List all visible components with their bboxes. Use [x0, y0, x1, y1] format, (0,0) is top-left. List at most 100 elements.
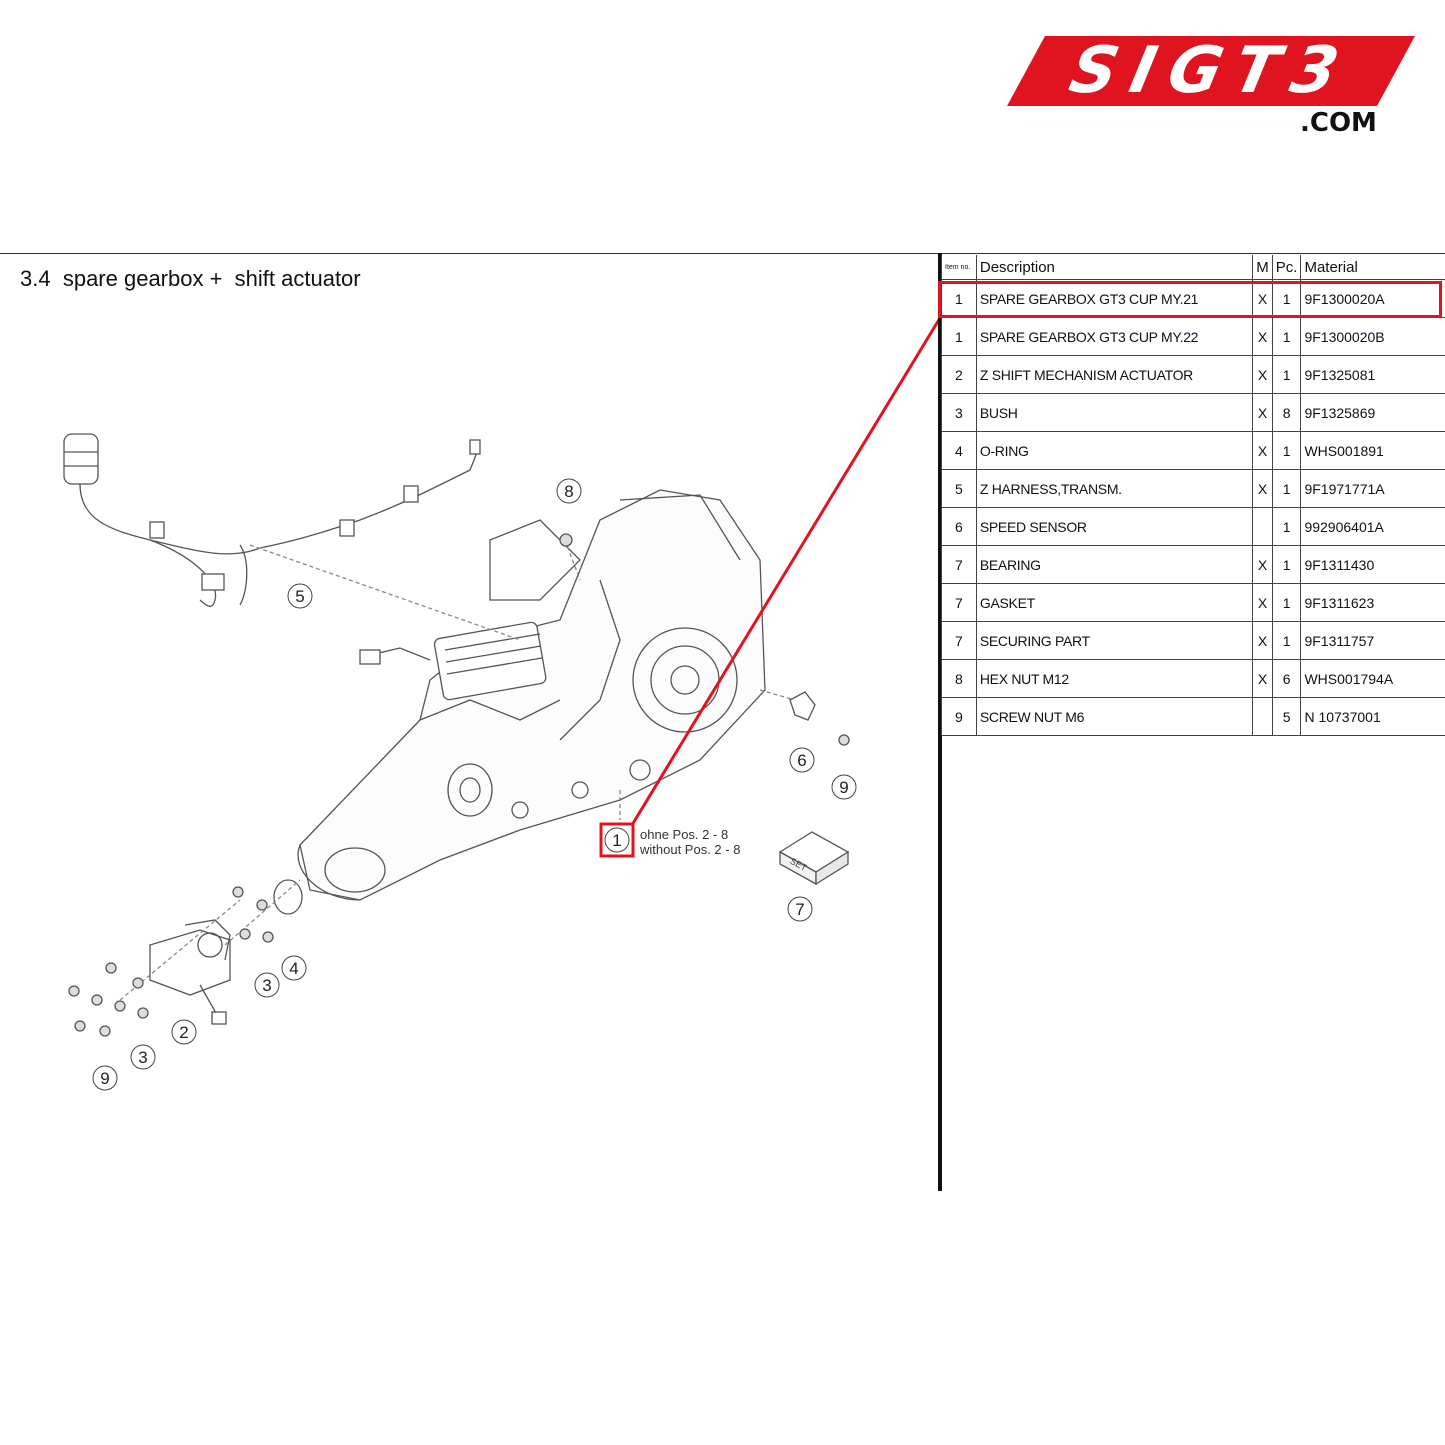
row-description: SPEED SENSOR — [975, 507, 1254, 546]
row-description: HEX NUT M12 — [975, 659, 1254, 698]
brand-logo[interactable]: SIGT3 — [1005, 32, 1417, 110]
row-pieces: 1 — [1271, 621, 1302, 660]
row-description: Z HARNESS,TRANSM. — [975, 469, 1254, 508]
row-description: SPARE GEARBOX GT3 CUP MY.22 — [975, 317, 1254, 356]
logo-text: SIGT3 — [1063, 34, 1359, 108]
svg-text:5: 5 — [295, 587, 304, 606]
callout-5: 5 — [287, 583, 313, 609]
note-german: ohne Pos. 2 - 8 — [640, 827, 728, 842]
row-material: 9F1311757 — [1300, 621, 1445, 660]
header-description: Description — [975, 255, 1254, 280]
speed-sensor-drawing — [789, 691, 816, 721]
row-material: N 10737001 — [1300, 697, 1445, 736]
svg-text:8: 8 — [564, 482, 573, 501]
svg-text:7: 7 — [795, 900, 804, 919]
row-pieces: 1 — [1271, 469, 1302, 508]
row-item-no: 5 — [941, 469, 977, 508]
row-material: 9F1325081 — [1300, 355, 1445, 394]
row-m-flag: X — [1252, 431, 1273, 470]
row-pieces: 1 — [1271, 317, 1302, 356]
highlight-connector-line — [630, 318, 938, 826]
row-m-flag: X — [1252, 355, 1273, 394]
row-item-no: 3 — [941, 393, 977, 432]
wiring-harness-drawing — [63, 433, 481, 607]
callout-2: 2 — [171, 1019, 197, 1045]
row-material: 9F1325869 — [1300, 393, 1445, 432]
row-m-flag: X — [1252, 317, 1273, 356]
row-pieces: 1 — [1271, 583, 1302, 622]
row-pieces: 8 — [1271, 393, 1302, 432]
callout-4: 4 — [281, 955, 307, 981]
row-m-flag: X — [1252, 469, 1273, 508]
svg-text:4: 4 — [289, 959, 298, 978]
row-material: WHS001891 — [1300, 431, 1445, 470]
set-box-drawing — [778, 831, 850, 886]
row-description: O-RING — [975, 431, 1254, 470]
shift-actuator-drawing — [149, 919, 231, 1025]
row-item-no: 6 — [941, 507, 977, 546]
svg-text:3: 3 — [138, 1048, 147, 1067]
row-item-no: 1 — [941, 317, 977, 356]
row-description: BEARING — [975, 545, 1254, 584]
exploded-parts-diagram: SET 8 5 6 9 1 7 4 3 2 3 9 ohne Pos. 2 - … — [63, 318, 938, 1091]
row-item-no: 7 — [941, 621, 977, 660]
callout-9: 9 — [831, 774, 857, 800]
row-m-flag: X — [1252, 545, 1273, 584]
row-item-no: 9 — [941, 697, 977, 736]
header-pc: Pc. — [1271, 255, 1302, 280]
gearbox-housing-drawing — [297, 489, 766, 901]
row-material: 9F1311430 — [1300, 545, 1445, 584]
row-description: Z SHIFT MECHANISM ACTUATOR — [975, 355, 1254, 394]
callout-6: 6 — [789, 747, 815, 773]
section-title: 3.4 spare gearbox + shift actuator — [20, 266, 361, 292]
table-header-row: Item no. Description M Pc. Material — [941, 255, 1445, 280]
svg-text:3: 3 — [262, 976, 271, 995]
row-pieces: 1 — [1271, 545, 1302, 584]
row-pieces: 1 — [1271, 507, 1302, 546]
header-m: M — [1252, 255, 1273, 280]
row-description: SECURING PART — [975, 621, 1254, 660]
row-m-flag — [1252, 697, 1273, 736]
row-item-no: 2 — [941, 355, 977, 394]
row-m-flag: X — [1252, 659, 1273, 698]
header-divider — [0, 253, 1445, 254]
row-m-flag: X — [1252, 393, 1273, 432]
header-item-no: Item no. — [941, 255, 977, 280]
row-description: BUSH — [975, 393, 1254, 432]
row-description: SCREW NUT M6 — [975, 697, 1254, 736]
row-item-no: 7 — [941, 545, 977, 584]
row-material: 9F1300020B — [1300, 317, 1445, 356]
row-pieces: 1 — [1271, 355, 1302, 394]
svg-text:6: 6 — [797, 751, 806, 770]
callout-3: 3 — [254, 972, 280, 998]
svg-text:2: 2 — [179, 1023, 188, 1042]
section-name: spare gearbox + shift actuator — [62, 266, 361, 291]
svg-text:9: 9 — [839, 778, 848, 797]
callout-1: 1 — [604, 827, 630, 853]
row-material: 9F1300020A — [1300, 279, 1445, 318]
section-number: 3.4 — [20, 266, 51, 291]
callout-8: 8 — [556, 478, 582, 504]
callout-9: 9 — [92, 1065, 118, 1091]
row-pieces: 1 — [1271, 431, 1302, 470]
row-material: 992906401A — [1300, 507, 1445, 546]
svg-text:9: 9 — [100, 1069, 109, 1088]
row-m-flag — [1252, 507, 1273, 546]
row-m-flag: X — [1252, 621, 1273, 660]
row-material: 9F1971771A — [1300, 469, 1445, 508]
row-material: WHS001794A — [1300, 659, 1445, 698]
o-ring-drawing — [273, 879, 303, 915]
row-material: 9F1311623 — [1300, 583, 1445, 622]
